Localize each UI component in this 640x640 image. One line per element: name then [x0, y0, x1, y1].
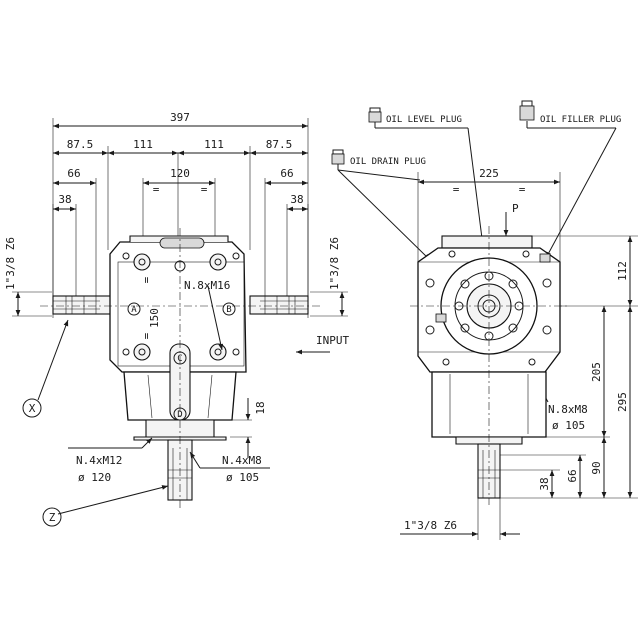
dim-flange-width: 225: [479, 167, 499, 180]
dim-bolt-spacing-left: 111: [133, 138, 153, 151]
dim-flange-offset-left: 87.5: [67, 138, 94, 151]
equal-mark-left: =: [153, 183, 160, 196]
dim-flange-height: 18: [254, 401, 267, 414]
face-diameter-label: ø 105: [552, 419, 585, 432]
dim-height-top: 112: [616, 261, 629, 281]
dim-height-total: 295: [616, 392, 629, 412]
front-leaders: [37, 285, 330, 515]
dim-flange-offset-right: 87.5: [266, 138, 293, 151]
shaft-x-label: X: [29, 402, 36, 415]
dim-overall-width: 397: [170, 111, 190, 124]
label-d: D: [177, 410, 182, 420]
oil-drain-plug-icon: [331, 149, 345, 165]
side-equal-mark-left: =: [453, 183, 460, 196]
dim-shaft-length-right: 66: [280, 167, 293, 180]
dim-key-length-left: 38: [58, 193, 71, 206]
oil-filler-plug-label: OIL FILLER PLUG: [540, 115, 621, 125]
side-view: OIL LEVEL PLUG OIL FILLER PLUG OIL DRAIN…: [331, 100, 638, 540]
front-center-lines: [40, 228, 320, 510]
pressure-label: P: [512, 202, 519, 215]
dim-key-length: 38: [538, 477, 551, 490]
right-output-shaft: [249, 295, 309, 315]
left-input-shaft: [52, 295, 112, 315]
dim-bolt-spacing-right: 111: [204, 138, 224, 151]
side-dimension-texts: 225 = = P 112 205 295 90 66 38 N.8xM8 ø …: [404, 167, 629, 532]
oil-level-plug-icon: [368, 107, 382, 123]
front-circle-labels: A B C D: [127, 302, 236, 421]
bottom-diameter-left: ø 120: [78, 471, 111, 484]
label-b: B: [226, 305, 231, 315]
input-label: INPUT: [316, 334, 349, 347]
label-a: A: [131, 305, 137, 315]
equal-mark-vertical-top: =: [140, 276, 153, 283]
dim-spline-left: 1"3/8 Z6: [4, 237, 17, 290]
face-threads-label: N.8xM8: [548, 403, 588, 416]
label-c: C: [177, 354, 182, 364]
oil-filler-plug-icon: [519, 100, 535, 121]
dim-spline-right: 1"3/8 Z6: [328, 237, 341, 290]
dim-shaft-length-left: 66: [67, 167, 80, 180]
equal-mark-vertical-bottom: =: [140, 332, 153, 339]
dim-shaft-length: 66: [566, 469, 579, 482]
bottom-threads-right: N.4xM8: [222, 454, 262, 467]
shaft-callouts: X Z: [22, 398, 62, 527]
dim-height-bottom: 90: [590, 461, 603, 474]
front-dimension-texts: 397 87.5 111 111 87.5 66 120 66 38 38 = …: [4, 111, 349, 484]
dim-vertical-bolt-spacing: 150: [148, 308, 161, 328]
shaft-z-label: Z: [49, 511, 56, 524]
dim-inner-bolt-spacing: 120: [170, 167, 190, 180]
side-equal-mark-right: =: [519, 183, 526, 196]
top-threads-label: N.8xM16: [184, 279, 230, 292]
oil-level-plug-label: OIL LEVEL PLUG: [386, 115, 462, 125]
side-center-lines: [410, 226, 570, 505]
plug-callouts: OIL LEVEL PLUG OIL FILLER PLUG OIL DRAIN…: [331, 100, 621, 271]
dim-key-length-right: 38: [290, 193, 303, 206]
equal-mark-right: =: [201, 183, 208, 196]
bottom-diameter-right: ø 105: [226, 471, 259, 484]
dim-height-mid: 205: [590, 362, 603, 382]
front-view: A B C D X Z 397: [4, 111, 349, 527]
oil-drain-plug-label: OIL DRAIN PLUG: [350, 157, 426, 167]
spline-bottom-label: 1"3/8 Z6: [404, 519, 457, 532]
bottom-threads-left: N.4xM12: [76, 454, 122, 467]
